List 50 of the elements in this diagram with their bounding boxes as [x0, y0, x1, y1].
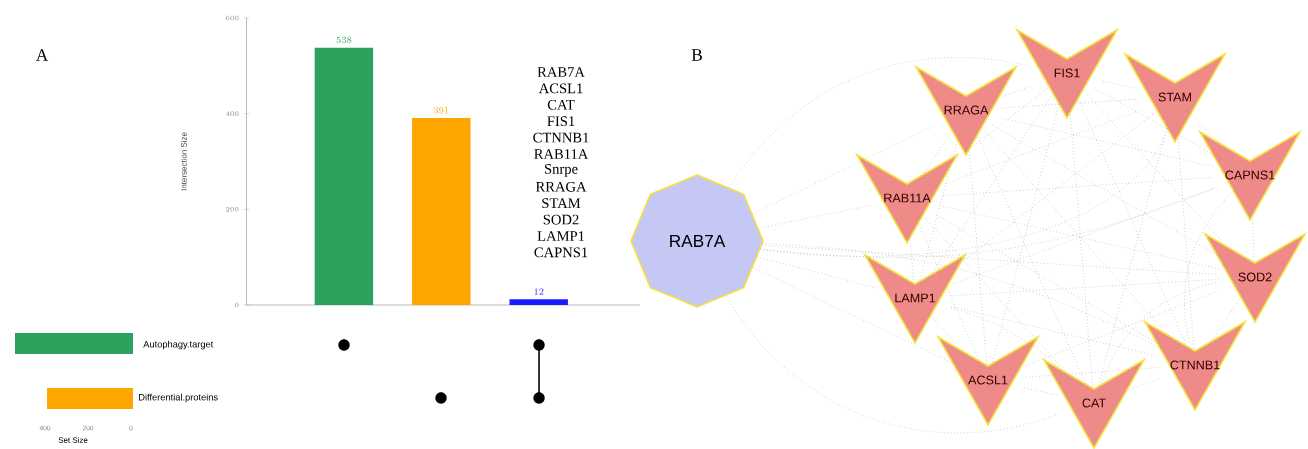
edge-line — [752, 267, 957, 366]
gene-name: CAPNS1 — [534, 247, 588, 258]
edge-line — [758, 205, 872, 229]
data-label: 391 — [433, 107, 449, 114]
edge-line — [950, 307, 1080, 389]
edge-line — [992, 124, 1229, 263]
gene-name: RAB11A — [534, 149, 589, 159]
gene-name: FIS1 — [547, 116, 575, 127]
edge-line — [1102, 80, 1140, 90]
data-label: 538 — [336, 36, 352, 44]
gene-name: LAMP1 — [537, 231, 585, 241]
gene-name: STAM — [542, 198, 581, 209]
edge-line — [991, 87, 1064, 366]
edge-line — [950, 306, 1160, 357]
gene-name: CTNNB1 — [533, 132, 589, 143]
edge-line — [928, 312, 975, 366]
octagon-node: RAB7A — [630, 174, 764, 308]
edge-line — [972, 124, 1088, 389]
edge-line — [979, 124, 1182, 351]
edge-line — [1067, 87, 1094, 389]
edge-line — [1023, 367, 1160, 378]
edge-line — [926, 87, 1048, 184]
gene-name: RRAGA — [535, 181, 587, 192]
edge-line — [924, 87, 1058, 284]
panel-label: B — [691, 49, 702, 61]
panel-label: A — [35, 49, 49, 61]
edge-line — [950, 278, 1220, 297]
data-label: 12 — [534, 288, 544, 295]
edge-line — [1129, 378, 1160, 390]
gene-name: Snrpe — [545, 164, 578, 177]
edge-line — [752, 124, 935, 215]
edge-line — [728, 57, 1032, 188]
edge-line — [1189, 111, 1236, 161]
gene-name: ACSL1 — [538, 83, 583, 94]
edge-line — [1099, 281, 1220, 389]
edge-line — [932, 212, 1170, 351]
gene-name: CAT — [547, 99, 575, 110]
set-name: Autophagy.target — [143, 340, 214, 350]
edge-line — [920, 212, 1081, 389]
edge-line — [1023, 290, 1220, 367]
set-name: Differential.proteins — [139, 393, 218, 403]
edge-line — [913, 212, 982, 366]
edge-line — [1001, 85, 1032, 98]
edge-line — [916, 124, 957, 184]
gene-name: RAB7A — [537, 67, 585, 77]
edge-line — [762, 242, 1165, 351]
edge-line — [950, 187, 1215, 286]
edge-line — [1073, 87, 1189, 351]
edge-line — [1175, 111, 1195, 351]
gene-name: SOD2 — [543, 214, 579, 225]
